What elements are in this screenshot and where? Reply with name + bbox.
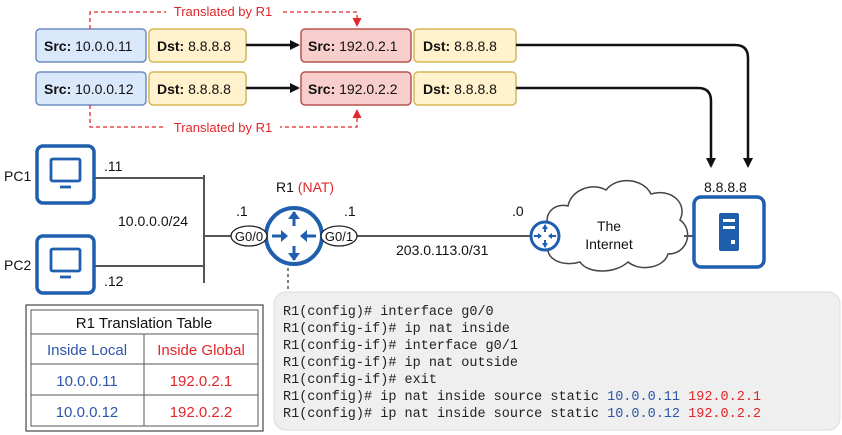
- arrow-to-server-2: [516, 86, 716, 168]
- svg-text:Src: 10.0.0.11: Src: 10.0.0.11: [44, 38, 133, 54]
- table-cell: 10.0.0.12: [56, 404, 119, 421]
- svg-text:Src: 192.0.2.1: Src: 192.0.2.1: [308, 38, 398, 54]
- new-dst-label: Dst:: [423, 81, 450, 97]
- orig-src-box: [35, 28, 147, 63]
- cli-line: R1(config)# ip nat inside source static …: [283, 407, 761, 422]
- orig-dst-label: Dst:: [157, 81, 184, 97]
- new-dst-label: Dst:: [423, 38, 450, 54]
- translated-label-bottom: Translated by R1: [174, 120, 273, 135]
- svg-text:Dst: 8.8.8.8: Dst: 8.8.8.8: [423, 81, 497, 97]
- pc2[interactable]: [35, 234, 96, 295]
- cli-line: R1(config)# interface g0/0: [283, 305, 494, 320]
- svg-text:Src: 192.0.2.2: Src: 192.0.2.2: [308, 81, 398, 97]
- router-arrows-icon: [272, 211, 316, 261]
- g01-ip-label: .1: [344, 203, 356, 219]
- svg-text:Dst: 8.8.8.8: Dst: 8.8.8.8: [423, 38, 497, 54]
- orig-src-label: Src:: [44, 81, 71, 97]
- table-cell: 192.0.2.2: [170, 404, 233, 421]
- g01-interface-badge: [320, 225, 358, 247]
- new-src-label: Src:: [308, 38, 335, 54]
- pc1-host-ip: .11: [104, 158, 123, 174]
- orig-src-box: [35, 71, 147, 106]
- g00-label: G0/0: [235, 229, 263, 244]
- cli-line: R1(config)# ip nat inside source static …: [283, 390, 761, 405]
- server-ip-label: 8.8.8.8: [704, 179, 747, 195]
- router-name: R1: [276, 179, 294, 195]
- svg-text:Dst: 8.8.8.8: Dst: 8.8.8.8: [157, 81, 231, 97]
- packet-row-1: Src: 10.0.0.11 Dst: 8.8.8.8 Src: 192.0.2…: [35, 28, 517, 63]
- orig-src-label: Src:: [44, 38, 71, 54]
- server[interactable]: [692, 195, 766, 269]
- orig-src-ip: 10.0.0.12: [75, 81, 134, 97]
- new-src-ip: 192.0.2.2: [339, 81, 398, 97]
- cli-line: R1(config-if)# interface g0/1: [283, 339, 518, 354]
- cli-line: R1(config-if)# ip nat inside: [283, 322, 510, 337]
- header-inside-local: Inside Local: [47, 342, 127, 359]
- svg-text:Src: 10.0.0.12: Src: 10.0.0.12: [44, 81, 134, 97]
- table-cell: 192.0.2.1: [170, 373, 233, 390]
- new-src-label: Src:: [308, 81, 335, 97]
- orig-dst-ip: 8.8.8.8: [188, 38, 231, 54]
- inside-network-label: 10.0.0.0/24: [118, 213, 188, 229]
- svg-text:R1 (NAT): R1 (NAT): [276, 179, 334, 195]
- pc2-label: PC2: [4, 257, 31, 273]
- router-role: (NAT): [298, 179, 334, 195]
- cloud-label-line2: Internet: [585, 236, 633, 252]
- pc1-label: PC1: [4, 168, 31, 184]
- new-src-ip: 192.0.2.1: [339, 38, 398, 54]
- internet-cloud: [544, 180, 689, 272]
- cli-box: [273, 291, 841, 431]
- g00-ip-label: .1: [236, 203, 248, 219]
- header-inside-global: Inside Global: [157, 342, 245, 359]
- router-r1[interactable]: [264, 206, 324, 266]
- new-src-box: [300, 71, 412, 106]
- table-cell: 10.0.0.11: [56, 373, 117, 390]
- outside-network-label: 203.0.113.0/31: [396, 242, 489, 258]
- cloud-label-line1: The: [597, 218, 621, 234]
- isp-router[interactable]: [529, 220, 561, 252]
- cli-lines: R1(config)# interface g0/0 R1(config-if)…: [283, 305, 761, 422]
- cli-line: R1(config-if)# ip nat outside: [283, 356, 518, 371]
- translation-table: R1 Translation Table Inside Local Inside…: [25, 304, 264, 432]
- monitor-icon: [49, 157, 82, 189]
- packet-row-2: Src: 10.0.0.12 Dst: 8.8.8.8 Src: 192.0.2…: [35, 71, 517, 106]
- table-title: R1 Translation Table: [76, 315, 212, 332]
- new-dst-ip: 8.8.8.8: [454, 81, 497, 97]
- pc2-host-ip: .12: [104, 273, 124, 289]
- g01-label: G0/1: [325, 229, 353, 244]
- new-dst-ip: 8.8.8.8: [454, 38, 497, 54]
- svg-text:Dst: 8.8.8.8: Dst: 8.8.8.8: [157, 38, 231, 54]
- isp-ip-label: .0: [512, 203, 524, 219]
- monitor-icon: [49, 247, 82, 279]
- orig-dst-ip: 8.8.8.8: [188, 81, 231, 97]
- arrow-to-server-1: [516, 43, 753, 168]
- pc1[interactable]: [35, 144, 96, 205]
- orig-dst-label: Dst:: [157, 38, 184, 54]
- router-arrows-icon: [534, 224, 556, 248]
- new-src-box: [300, 28, 412, 63]
- orig-src-ip: 10.0.0.11: [75, 38, 133, 54]
- server-icon: [719, 213, 739, 251]
- cli-line: R1(config-if)# exit: [283, 373, 437, 388]
- g00-interface-badge: [230, 225, 268, 247]
- translated-label-top: Translated by R1: [174, 4, 273, 19]
